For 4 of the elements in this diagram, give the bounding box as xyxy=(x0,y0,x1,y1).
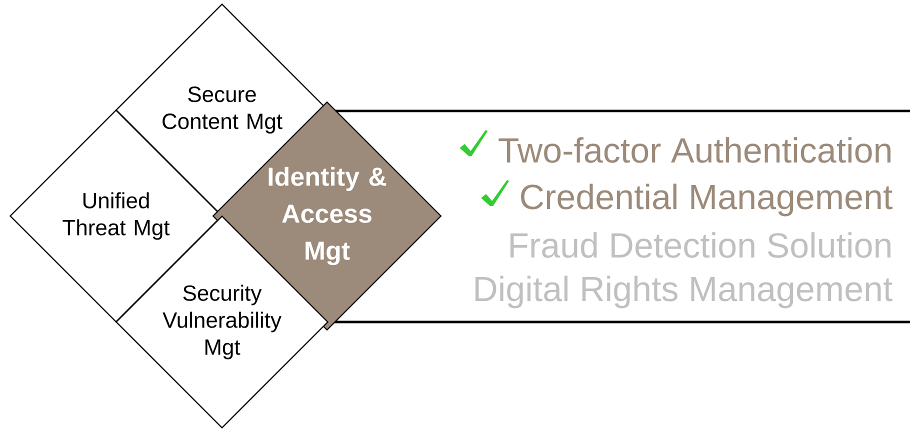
list-item: Fraud Detection Solution xyxy=(510,232,890,258)
list-item: Digital Rights Management xyxy=(475,276,892,308)
list-item: Two-factor Authentication xyxy=(498,137,890,163)
list-item: Credential Management xyxy=(521,184,892,216)
